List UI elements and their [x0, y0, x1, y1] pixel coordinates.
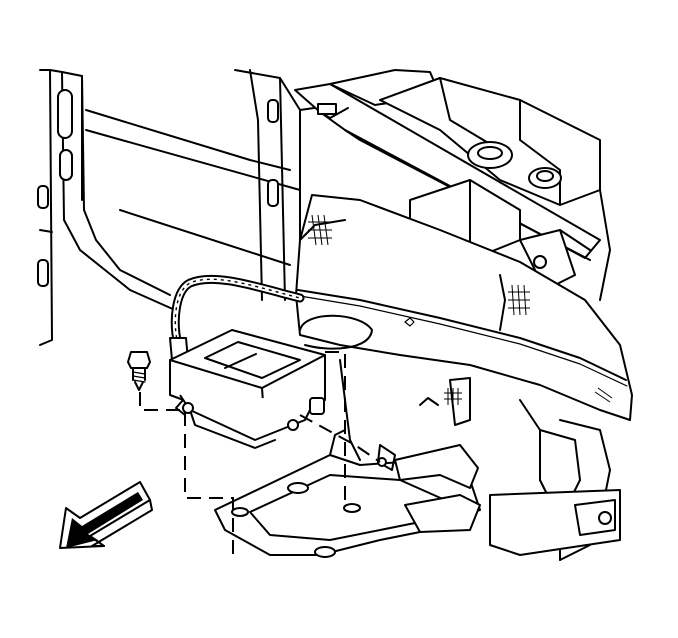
alignment-lines	[139, 351, 381, 562]
mounting-bracket	[214, 429, 481, 558]
radiator-support	[339, 359, 621, 561]
lower-hatching	[444, 388, 462, 405]
mounting-bolt	[127, 351, 387, 467]
headlamp-hatching	[308, 214, 613, 403]
forward-arrow-icon	[59, 481, 153, 549]
control-module	[169, 329, 326, 449]
left-pillar	[37, 69, 176, 346]
headlamp-assembly	[295, 194, 633, 421]
